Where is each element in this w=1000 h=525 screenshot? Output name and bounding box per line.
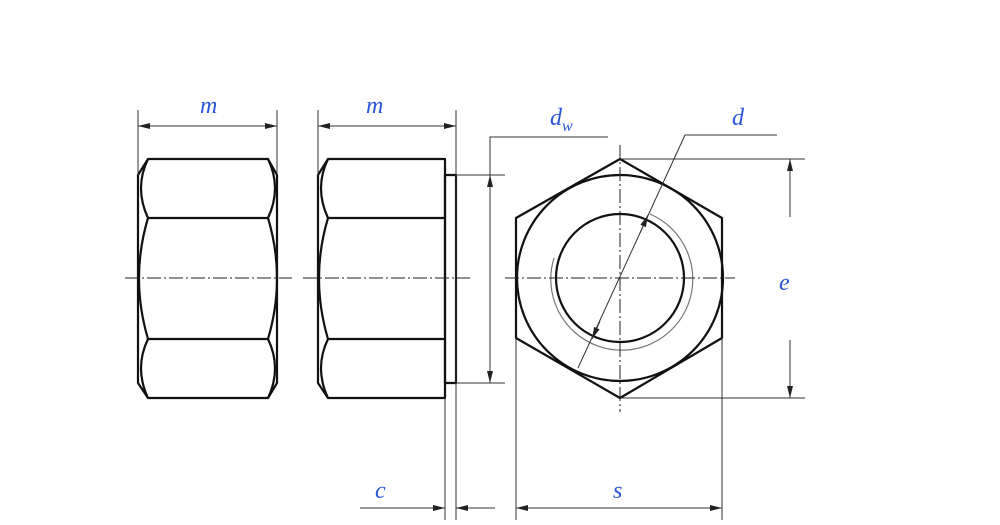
label-m-right: m [366,93,383,119]
dimension-c [360,398,495,520]
label-e: e [779,270,790,296]
dimension-e [620,158,805,399]
dimension-m [137,110,457,520]
dimension-dw [456,136,608,384]
nut-front-view [505,145,735,412]
label-dw: dw [550,105,573,135]
label-d: d [732,105,745,131]
label-c: c [375,478,386,504]
dimension-s [515,338,723,520]
nut-side-view-left [125,157,292,400]
label-m-left: m [200,93,217,119]
nut-side-view-washer [303,157,470,400]
dimension-d [577,134,777,369]
label-s: s [613,478,622,504]
